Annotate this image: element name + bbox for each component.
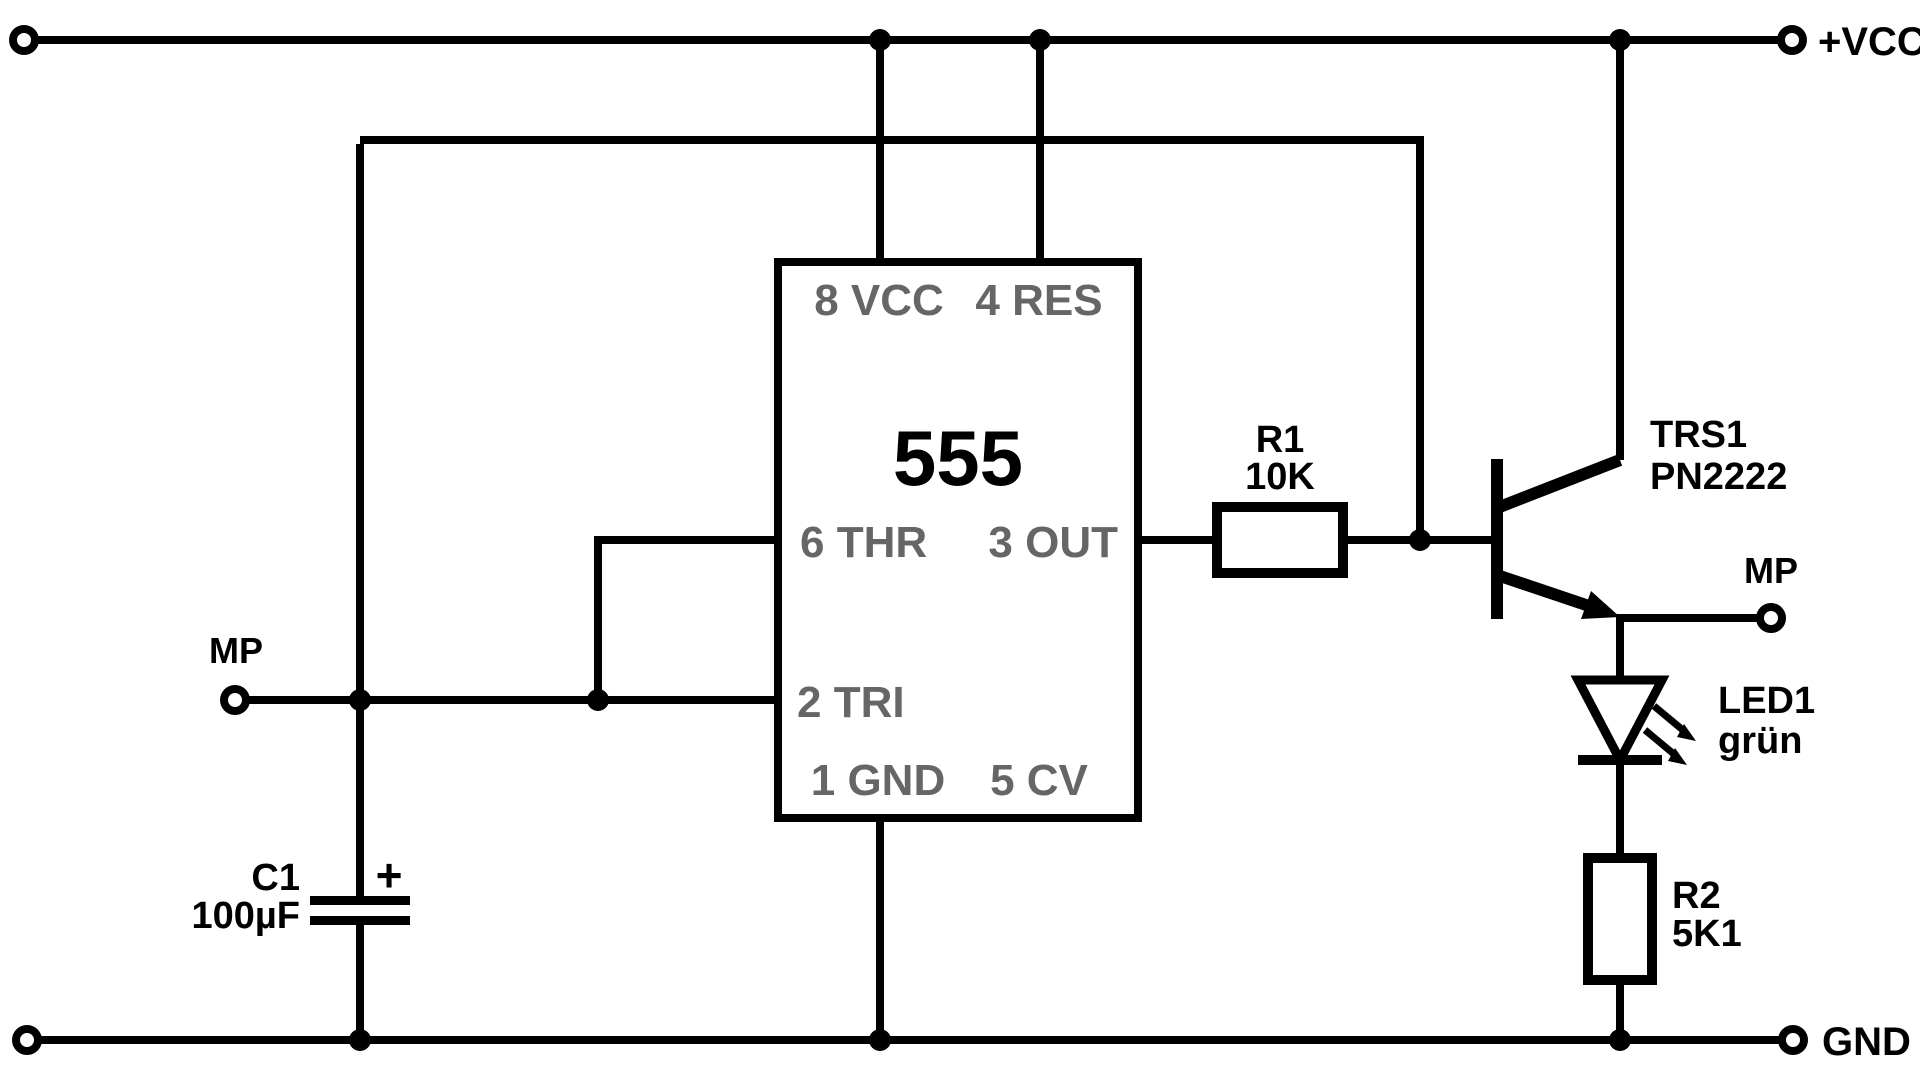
transistor-collector-lead <box>1494 454 1623 514</box>
c1-ref-label: C1 <box>251 857 300 899</box>
ic555-pin5-label: 5 CV <box>990 756 1088 805</box>
led-cathode-bar <box>1578 755 1662 765</box>
c1-value-label: 100µF <box>191 895 300 937</box>
feedback-wire <box>356 136 1424 896</box>
ic555-body <box>774 258 1142 822</box>
terminal-vcc-left <box>9 25 39 55</box>
terminal-mp-right <box>1756 603 1786 633</box>
ic555-pin8-label: 8 VCC <box>814 276 944 325</box>
ic555-pin4-label: 4 RES <box>975 276 1102 325</box>
gnd-rail-label: GND <box>1822 1020 1911 1064</box>
ic555-pin1-label: 1 GND <box>811 756 945 805</box>
led-light-arrow-1 <box>1651 703 1687 734</box>
pin6-thr-wire <box>594 536 778 696</box>
ic555-pin6-label: 6 THR <box>800 518 927 567</box>
resistor-r2-symbol <box>1583 853 1657 985</box>
junction-vcc-collector <box>1609 29 1631 51</box>
transistor-emitter-lead <box>1495 569 1597 614</box>
junction-mp-cap-node <box>349 689 371 711</box>
ic555-name: 555 <box>893 414 1023 502</box>
led-light-arrow-2 <box>1642 727 1678 758</box>
c1-polarity-label: + <box>376 849 403 901</box>
terminal-mp-left <box>220 685 250 715</box>
r2-value-label: 5K1 <box>1672 913 1742 955</box>
led1-value-label: grün <box>1718 720 1802 762</box>
transistor-base-bar <box>1491 459 1503 619</box>
junction-gnd-r2 <box>1609 1029 1631 1051</box>
c1-bottom-plate <box>310 916 410 925</box>
junction-vcc-pin8 <box>869 29 891 51</box>
led-light-arrowhead-2 <box>1668 748 1687 765</box>
mp-left-label: MP <box>209 630 263 671</box>
r2-ref-label: R2 <box>1672 875 1721 917</box>
vcc-rail-label: +VCC <box>1818 20 1920 64</box>
transistor-emitter-arrow <box>1581 591 1620 619</box>
terminal-gnd-left <box>12 1025 42 1055</box>
ic555-pin2-label: 2 TRI <box>797 678 905 727</box>
junction-vcc-pin4 <box>1029 29 1051 51</box>
junction-gnd-c1 <box>349 1029 371 1051</box>
r1-ref-label: R1 <box>1256 419 1305 461</box>
mp-right-label: MP <box>1744 550 1798 591</box>
trs1-value-label: PN2222 <box>1650 456 1787 498</box>
c1-top-plate <box>310 896 410 905</box>
junction-r1-base-feedback <box>1409 529 1431 551</box>
terminal-gnd-right <box>1778 1025 1808 1055</box>
led-triangle <box>1570 675 1670 770</box>
r1-value-label: 10K <box>1245 456 1315 498</box>
junction-thr-tri <box>587 689 609 711</box>
led1-ref-label: LED1 <box>1718 680 1815 722</box>
trs1-ref-label: TRS1 <box>1650 414 1747 456</box>
led-light-arrowhead-1 <box>1677 724 1696 741</box>
resistor-r1-symbol <box>1212 502 1348 578</box>
junction-gnd-pin1 <box>869 1029 891 1051</box>
terminal-vcc-right <box>1777 25 1807 55</box>
ic555-pin3-label: 3 OUT <box>988 518 1118 567</box>
